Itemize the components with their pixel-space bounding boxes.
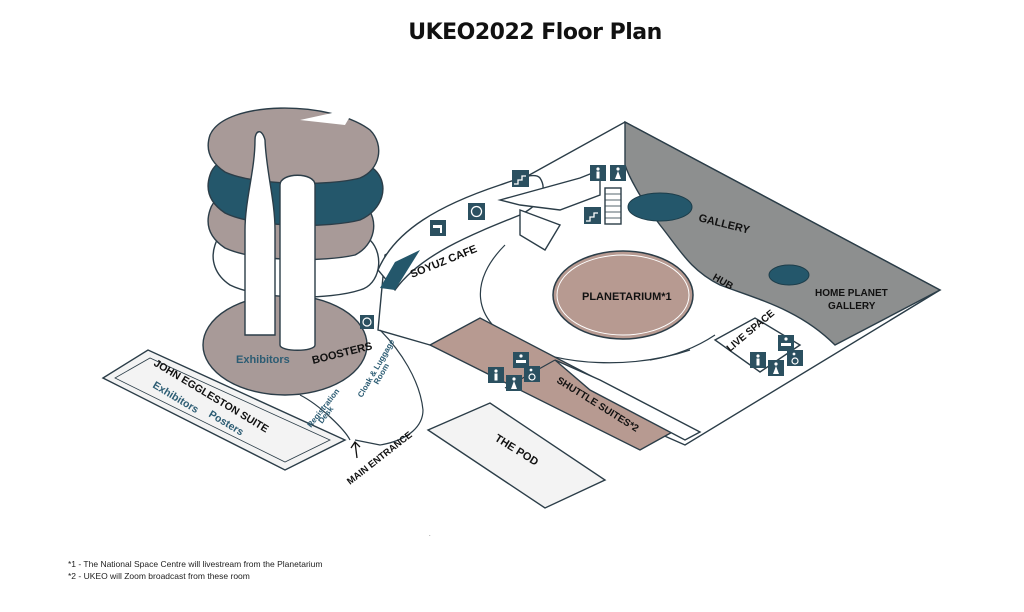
toilet-icon (506, 375, 522, 391)
main-entrance-label: MAIN ENTRANCE (345, 430, 415, 488)
stairs-icon (512, 170, 529, 187)
stair-ramp (497, 168, 601, 211)
live-space-room (713, 317, 802, 373)
tower-top-gap (300, 108, 355, 125)
cafe-icon (468, 203, 485, 220)
hub-inner-curve (649, 334, 716, 361)
the-pod (426, 402, 607, 509)
planetarium-label: PLANETARIUM*1 (582, 291, 672, 303)
toilet-icon (768, 360, 784, 376)
footnote-1: *1 - The National Space Centre will live… (68, 559, 323, 569)
entrance-wall (299, 329, 424, 446)
accessible-toilet-icon (524, 366, 540, 382)
rocket-wide (279, 174, 316, 351)
toilet-icon (610, 165, 626, 181)
baby-change-icon (778, 335, 794, 351)
tap-icon (430, 220, 446, 236)
planetarium (552, 250, 694, 340)
center-dot: . (429, 532, 431, 538)
toilet-icon (488, 367, 504, 383)
john-eggleston-suite (101, 349, 347, 471)
planetarium-inner-ring (556, 254, 690, 336)
cafe-dark-strip (380, 238, 445, 290)
footnote-2: *2 - UKEO will Zoom broadcast from these… (68, 571, 250, 581)
gallery-area (624, 120, 942, 346)
john-eggleston-suite-inner (114, 357, 331, 463)
footnotes: *1 - The National Space Centre will live… (68, 558, 322, 582)
home-planet-gallery-label-1: HOME PLANET (815, 288, 888, 299)
toilet-icon (750, 352, 766, 368)
home-planet-ellipse (768, 264, 810, 286)
shuttle-corridor (554, 359, 702, 441)
rocket-tall (244, 131, 276, 336)
tower-exhibitors-label: Exhibitors (236, 354, 290, 366)
home-planet-gallery-label-2: GALLERY (828, 301, 876, 312)
page-title: UKEO2022 Floor Plan (408, 20, 662, 45)
baby-change-icon (513, 352, 529, 368)
soyuz-cafe-walkway (377, 174, 544, 292)
stair-ramp-lower (519, 208, 562, 251)
stairs (604, 187, 622, 225)
gallery-ellipse (627, 192, 693, 222)
cafe-icon (360, 315, 374, 329)
stairs-icon (584, 207, 601, 224)
accessible-toilet-icon (787, 350, 803, 366)
toilet-icon (590, 165, 606, 181)
entrance-arrow (350, 440, 361, 459)
tower-ring-1 (207, 107, 380, 185)
